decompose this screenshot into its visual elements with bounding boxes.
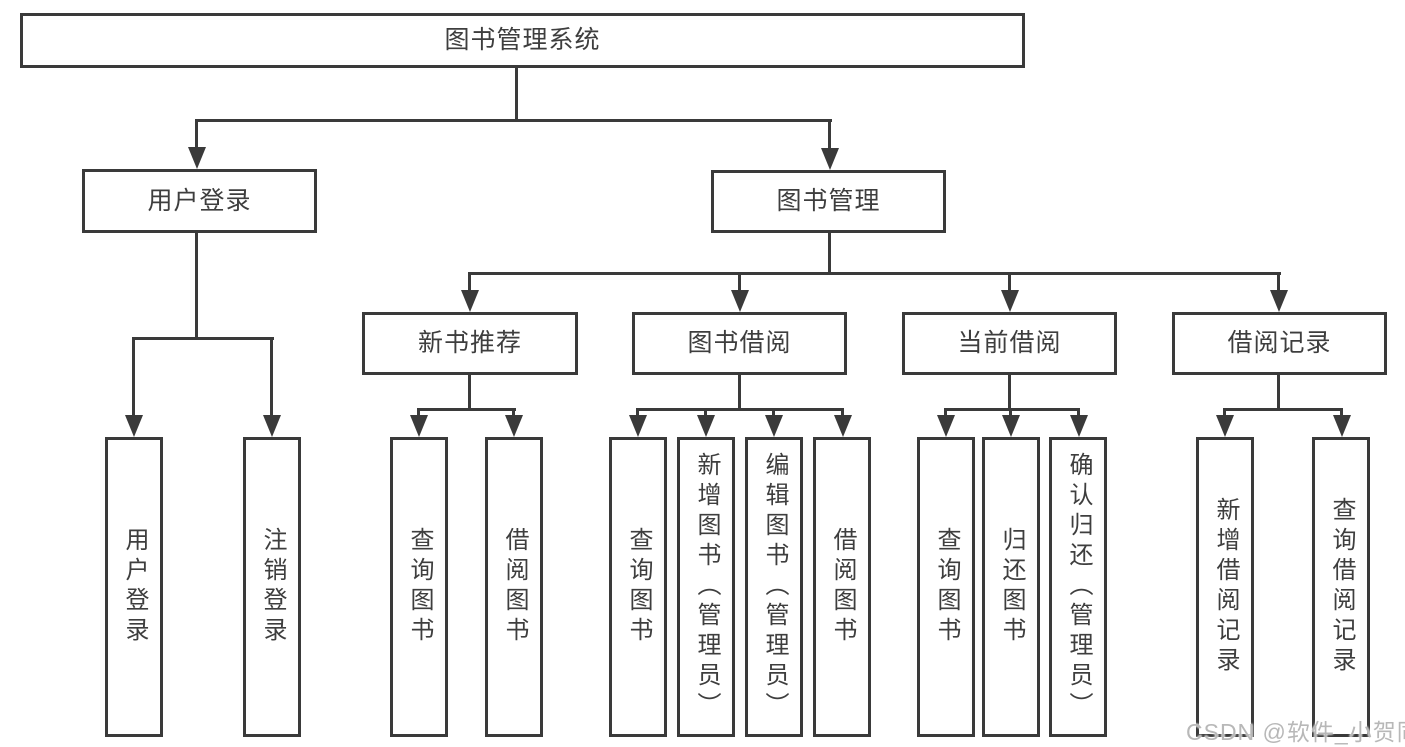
leaf-add-book-admin: 新增图书（管理员） — [677, 437, 735, 737]
leaf-borrow-books: 借阅图书 — [485, 437, 543, 737]
arrow-down-icon — [765, 415, 783, 437]
arrow-down-icon — [505, 415, 523, 437]
arrow-down-icon — [697, 415, 715, 437]
leaf-confirm-return-admin: 确认归还（管理员） — [1049, 437, 1107, 737]
arrow-down-icon — [629, 415, 647, 437]
connector-line — [1223, 408, 1226, 418]
leaf-query-books: 查询图书 — [609, 437, 667, 737]
leaf-return-books: 归还图书 — [982, 437, 1040, 737]
node-label: 用户登录 — [147, 186, 252, 215]
leaf-label: 新增图书（管理员） — [693, 452, 720, 722]
connector-line — [468, 272, 471, 292]
arrow-down-icon — [1070, 415, 1088, 437]
leaf-label: 新增借阅记录 — [1212, 497, 1239, 677]
connector-line — [132, 337, 274, 340]
arrow-down-icon — [410, 415, 428, 437]
leaf-edit-book-admin: 编辑图书（管理员） — [745, 437, 803, 737]
connector-line — [1277, 272, 1280, 292]
connector-line — [1009, 408, 1012, 418]
leaf-logout: 注销登录 — [243, 437, 301, 737]
arrow-down-icon — [731, 290, 749, 312]
leaf-label: 借阅图书 — [829, 527, 856, 647]
leaf-borrow-books: 借阅图书 — [813, 437, 871, 737]
leaf-label: 确认归还（管理员） — [1065, 452, 1092, 722]
arrow-down-icon — [263, 415, 281, 437]
arrow-down-icon — [834, 415, 852, 437]
leaf-label: 借阅图书 — [501, 527, 528, 647]
leaf-label: 查询图书 — [625, 527, 652, 647]
arrow-down-icon — [461, 290, 479, 312]
arrow-down-icon — [1270, 290, 1288, 312]
leaf-label: 编辑图书（管理员） — [761, 452, 788, 722]
connector-line — [738, 272, 741, 292]
connector-line — [468, 375, 471, 411]
connector-line — [944, 408, 947, 418]
node-label: 借阅记录 — [1227, 329, 1332, 357]
connector-line — [515, 68, 518, 120]
arrow-down-icon — [937, 415, 955, 437]
arrow-down-icon — [125, 415, 143, 437]
node-library-management-system: 图书管理系统 — [20, 13, 1025, 68]
node-label: 新书推荐 — [417, 329, 522, 357]
node-user-login: 用户登录 — [82, 169, 317, 233]
connector-line — [468, 272, 1281, 275]
connector-line — [132, 337, 135, 417]
connector-line — [512, 408, 515, 418]
connector-line — [417, 408, 516, 411]
leaf-label: 注销登录 — [259, 527, 286, 647]
node-label: 当前借阅 — [957, 329, 1062, 357]
leaf-query-books: 查询图书 — [917, 437, 975, 737]
connector-line — [828, 119, 831, 149]
csdn-watermark: CSDN @软件_小贺同学 — [1186, 719, 1405, 745]
arrow-down-icon — [821, 148, 839, 170]
node-label: 图书借阅 — [687, 329, 792, 357]
connector-line — [1223, 408, 1343, 411]
leaf-label: 用户登录 — [121, 527, 148, 647]
node-borrowing-records: 借阅记录 — [1172, 312, 1387, 375]
connector-line — [738, 375, 741, 411]
leaf-query-borrow-record: 查询借阅记录 — [1312, 437, 1370, 737]
node-book-borrowing: 图书借阅 — [632, 312, 847, 375]
node-label: 图书管理 — [776, 187, 881, 215]
connector-line — [1340, 408, 1343, 418]
connector-line — [1077, 408, 1080, 418]
connector-line — [636, 408, 639, 418]
connector-line — [195, 119, 198, 149]
node-label: 图书管理系统 — [444, 26, 601, 54]
connector-line — [944, 408, 1080, 411]
connector-line — [195, 233, 198, 339]
node-new-book-recommendation: 新书推荐 — [362, 312, 578, 375]
arrow-down-icon — [1002, 415, 1020, 437]
connector-line — [1008, 272, 1011, 292]
leaf-label: 查询图书 — [933, 527, 960, 647]
leaf-user-login: 用户登录 — [105, 437, 163, 737]
node-current-borrowing: 当前借阅 — [902, 312, 1117, 375]
connector-line — [1008, 375, 1011, 411]
connector-line — [195, 119, 832, 122]
connector-line — [704, 408, 707, 418]
leaf-query-books: 查询图书 — [390, 437, 448, 737]
connector-line — [772, 408, 775, 418]
leaf-label: 归还图书 — [998, 527, 1025, 647]
leaf-label: 查询图书 — [406, 527, 433, 647]
arrow-down-icon — [188, 147, 206, 169]
node-book-management: 图书管理 — [711, 170, 946, 233]
arrow-down-icon — [1333, 415, 1351, 437]
connector-line — [636, 408, 844, 411]
leaf-label: 查询借阅记录 — [1328, 497, 1355, 677]
connector-line — [841, 408, 844, 418]
connector-line — [417, 408, 420, 418]
connector-line — [1277, 375, 1280, 411]
connector-line — [828, 233, 831, 274]
arrow-down-icon — [1216, 415, 1234, 437]
arrow-down-icon — [1001, 290, 1019, 312]
connector-line — [270, 337, 273, 417]
leaf-add-borrow-record: 新增借阅记录 — [1196, 437, 1254, 737]
